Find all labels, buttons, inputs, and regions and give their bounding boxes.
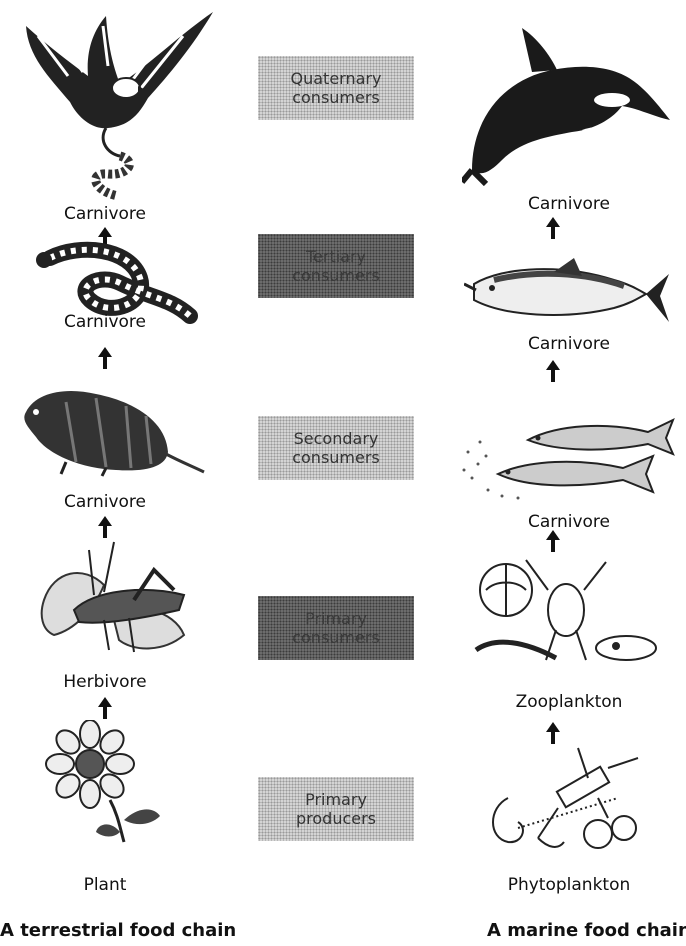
shrew-icon (6, 372, 206, 478)
grasshopper-icon (34, 540, 198, 660)
level-label: Tertiary consumers (292, 247, 380, 285)
terrestrial-chain-title: A terrestrial food chain (0, 920, 236, 941)
marine-label-primary-consumer: Zooplankton (484, 692, 654, 712)
zooplankton-icon (466, 550, 666, 672)
arrow-up-icon (98, 347, 112, 369)
level-box-secondary-consumers: Secondary consumers (258, 416, 414, 480)
level-label: Secondary consumers (292, 429, 380, 467)
terrestrial-label-secondary: Carnivore (20, 492, 190, 512)
arrow-up-icon (546, 530, 560, 552)
arrow-up-icon (546, 217, 560, 239)
marine-chain-title: A marine food chain (487, 920, 686, 941)
phytoplankton-icon (478, 738, 658, 862)
level-label: Primary producers (296, 790, 376, 828)
marine-label-quaternary: Carnivore (484, 194, 654, 214)
flower-plant-icon (40, 720, 170, 844)
arrow-up-icon (546, 360, 560, 382)
level-box-primary-consumers: Primary consumers (258, 596, 414, 660)
marine-label-tertiary: Carnivore (484, 334, 654, 354)
terrestrial-label-tertiary: Carnivore (20, 312, 190, 332)
orca-icon (462, 20, 672, 186)
level-box-primary-producers: Primary producers (258, 777, 414, 841)
terrestrial-label-primary-consumer: Herbivore (20, 672, 190, 692)
arrow-up-icon (98, 516, 112, 538)
marine-label-secondary: Carnivore (484, 512, 654, 532)
terrestrial-label-quaternary: Carnivore (20, 204, 190, 224)
tuna-icon (464, 254, 674, 334)
marine-label-producer: Phytoplankton (484, 875, 654, 895)
small-fish-icon (458, 412, 680, 504)
hawk-icon (8, 6, 218, 202)
level-label: Primary consumers (292, 609, 380, 647)
level-box-quaternary-consumers: Quaternary consumers (258, 56, 414, 120)
level-box-tertiary-consumers: Tertiary consumers (258, 234, 414, 298)
arrow-up-icon (98, 697, 112, 719)
terrestrial-label-producer: Plant (20, 875, 190, 895)
level-label: Quaternary consumers (291, 69, 382, 107)
